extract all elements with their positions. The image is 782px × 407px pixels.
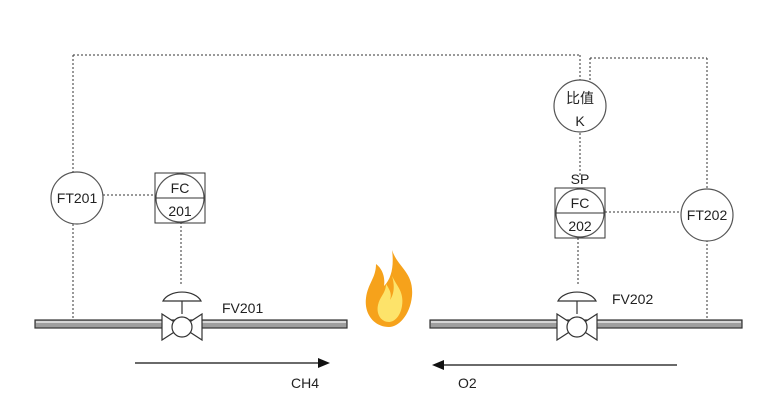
fc202-controller[interactable]: FC 202 — [554, 187, 606, 239]
ft202-label: FT202 — [687, 207, 728, 223]
ft201-label: FT201 — [57, 190, 98, 206]
flame-icon — [365, 250, 413, 327]
fv201-valve[interactable] — [161, 291, 203, 342]
fc201-line1: FC — [171, 180, 190, 196]
fv201-actuator — [162, 291, 202, 302]
ch4-label: CH4 — [291, 375, 319, 391]
fv202-valve[interactable] — [556, 291, 598, 342]
fv201-label: FV201 — [222, 300, 263, 316]
fv202-actuator — [557, 291, 597, 302]
fc202-line1: FC — [571, 195, 590, 211]
fc201-line2: 201 — [168, 203, 192, 219]
fc202-line2: 202 — [568, 218, 592, 234]
signal-lines — [72, 54, 708, 320]
ft202-instrument[interactable]: FT202 — [680, 188, 734, 242]
o2-label: O2 — [458, 375, 477, 391]
sp-label: SP — [571, 171, 590, 187]
fv202-label: FV202 — [612, 291, 653, 307]
ft201-instrument[interactable]: FT201 — [50, 171, 104, 225]
ratio-k-instrument[interactable]: 比值 K — [553, 79, 607, 133]
ratio-line1: 比值 — [566, 90, 594, 106]
ch4-flow-arrow — [135, 358, 330, 368]
o2-flow-arrow — [432, 360, 677, 370]
ratio-line2: K — [575, 113, 585, 129]
fc201-controller[interactable]: FC 201 — [154, 172, 206, 224]
